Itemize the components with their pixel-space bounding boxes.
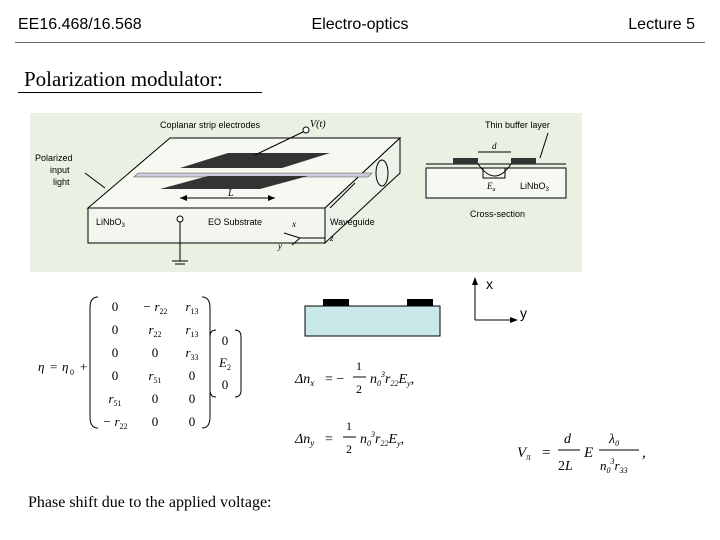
- buffer-layer-label: Thin buffer layer: [485, 120, 550, 130]
- svg-text:=: =: [542, 445, 550, 461]
- svg-text:E: E: [583, 445, 593, 461]
- axis-y-label: y: [520, 305, 527, 321]
- matrix-cell: − r22: [142, 299, 167, 316]
- svg-text:n03r22Ey,: n03r22Ey,: [360, 430, 404, 448]
- material-subscript: 3: [122, 223, 126, 229]
- course-code: EE16.468/16.568: [18, 16, 142, 33]
- modulator-diagram: V(t) Coplanar strip electrodes Polarized…: [35, 119, 567, 265]
- lecture-number: Lecture 5: [628, 16, 695, 33]
- phase-shift-caption: Phase shift due to the applied voltage:: [28, 494, 272, 511]
- matrix-cell: 0: [112, 345, 119, 360]
- vector-cell: E2: [218, 355, 231, 372]
- matrix-cell: 0: [112, 322, 119, 337]
- svg-text:n03r33: n03r33: [600, 457, 628, 475]
- svg-text:1: 1: [356, 359, 362, 373]
- svg-text:2: 2: [346, 442, 352, 456]
- matrix-cell: 0: [152, 414, 159, 429]
- field-subscript: a: [493, 187, 496, 193]
- svg-text:1: 1: [346, 419, 352, 433]
- delta-nx-equation: Δnx = − 1 2 n03r22Ey,: [294, 359, 414, 396]
- axes-diagram: x y: [472, 276, 527, 323]
- gap-label: d: [492, 141, 497, 151]
- matrix-cell: r51: [108, 391, 121, 408]
- svg-text:+: +: [80, 359, 87, 374]
- svg-text:Δny: Δny: [294, 432, 314, 448]
- electrodes-label: Coplanar strip electrodes: [160, 120, 261, 130]
- matrix-cell: 0: [189, 391, 196, 406]
- input-label-2: input: [50, 165, 70, 175]
- substrate-label: EO Substrate: [208, 217, 262, 227]
- matrix-cells: 0 − r22 r13 0 r22 r13 0 0 r33 0 r51 0 r51 0 0 − r22 0 0: [102, 299, 198, 431]
- svg-text:= −: = −: [325, 372, 344, 387]
- vector-cell: 0: [222, 333, 229, 348]
- axis-x-label: x: [291, 219, 296, 229]
- svg-text:=: =: [325, 432, 333, 447]
- matrix-cell: 0: [189, 414, 196, 429]
- matrix-cell: r22: [148, 322, 161, 339]
- electrode-sketch: [304, 299, 441, 337]
- svg-text:,: ,: [642, 445, 646, 461]
- matrix-cell: 0: [152, 345, 159, 360]
- input-label-1: Polarized: [35, 153, 73, 163]
- axis-z-label: z: [329, 233, 334, 243]
- matrix-cell: r33: [185, 345, 198, 362]
- delta-ny-equation: Δny = 1 2 n03r22Ey,: [294, 419, 404, 456]
- svg-text:2L: 2L: [558, 459, 573, 474]
- axis-x-label: x: [486, 276, 493, 292]
- length-label: L: [227, 188, 234, 199]
- svg-text:=: =: [50, 359, 57, 374]
- svg-text:LiNbO3: LiNbO3: [96, 217, 126, 229]
- cross-material-label: LiNbO: [520, 181, 546, 191]
- material-label: LiNbO: [96, 217, 122, 227]
- svg-text:Vπ: Vπ: [517, 445, 531, 462]
- header-divider: [15, 42, 705, 43]
- svg-text:Δnx: Δnx: [294, 372, 314, 388]
- field-label: E: [486, 181, 493, 191]
- eta-symbol: η: [38, 359, 44, 374]
- half-wave-voltage-equation: Vπ = d 2L E λ0 n03r33 ,: [517, 432, 646, 475]
- eta0-subscript: 0: [70, 368, 74, 377]
- input-label-3: light: [53, 177, 70, 187]
- matrix-cell: 0: [112, 368, 119, 383]
- matrix-cell: 0: [112, 299, 119, 314]
- matrix-cell: r13: [185, 322, 198, 339]
- cross-section-label: Cross-section: [470, 209, 525, 219]
- matrix-cell: − r22: [102, 414, 127, 431]
- slide-title: Polarization modulator:: [24, 67, 223, 91]
- waveguide-label: Waveguide: [330, 217, 375, 227]
- title-underline: [18, 92, 262, 93]
- matrix-cell: r13: [185, 299, 198, 316]
- slide-header: EE16.468/16.568 Electro-optics Lecture 5: [0, 0, 720, 44]
- svg-text:λ0: λ0: [608, 432, 619, 448]
- matrix-cell: 0: [152, 391, 159, 406]
- modulator-figure: V(t) Coplanar strip electrodes Polarized…: [30, 113, 582, 272]
- matrix-cell: r51: [148, 368, 161, 385]
- svg-text:d: d: [564, 432, 572, 447]
- eta0-symbol: η: [62, 359, 68, 374]
- svg-text:2: 2: [356, 382, 362, 396]
- matrix-cell: 0: [189, 368, 196, 383]
- svg-text:LiNbO3: LiNbO3: [520, 181, 550, 193]
- vector-cell: 0: [222, 377, 229, 392]
- axis-y-label: y: [277, 241, 282, 251]
- svg-text:Ea: Ea: [486, 181, 496, 193]
- voltage-label: V(t): [310, 119, 326, 130]
- svg-text:n03r22Ey,: n03r22Ey,: [370, 370, 414, 388]
- lecture-topic: Electro-optics: [311, 16, 409, 33]
- cross-material-subscript: 3: [546, 187, 550, 193]
